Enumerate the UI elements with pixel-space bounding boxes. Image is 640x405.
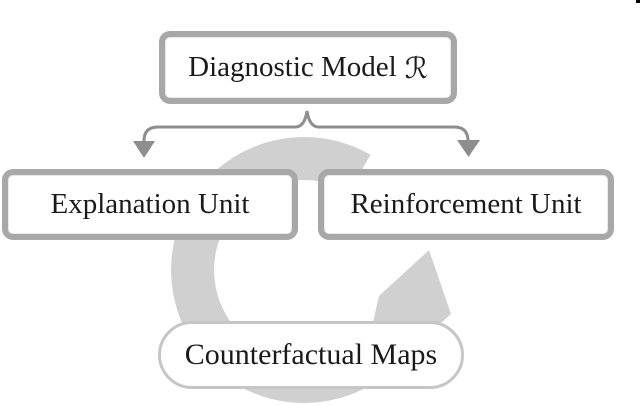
- node-diagnostic-model-label: Diagnostic Model: [188, 51, 397, 83]
- node-reinforcement-unit-label: Reinforcement Unit: [350, 188, 582, 220]
- node-explanation-unit: Explanation Unit: [2, 169, 298, 240]
- node-counterfactual-maps-label: Counterfactual Maps: [184, 338, 438, 371]
- node-reinforcement-unit: Reinforcement Unit: [318, 169, 614, 240]
- script-r-symbol: ℛ: [404, 50, 428, 85]
- corner-artifact-speck: [636, 0, 640, 3]
- node-explanation-unit-label: Explanation Unit: [50, 188, 250, 220]
- node-counterfactual-maps: Counterfactual Maps: [158, 321, 464, 389]
